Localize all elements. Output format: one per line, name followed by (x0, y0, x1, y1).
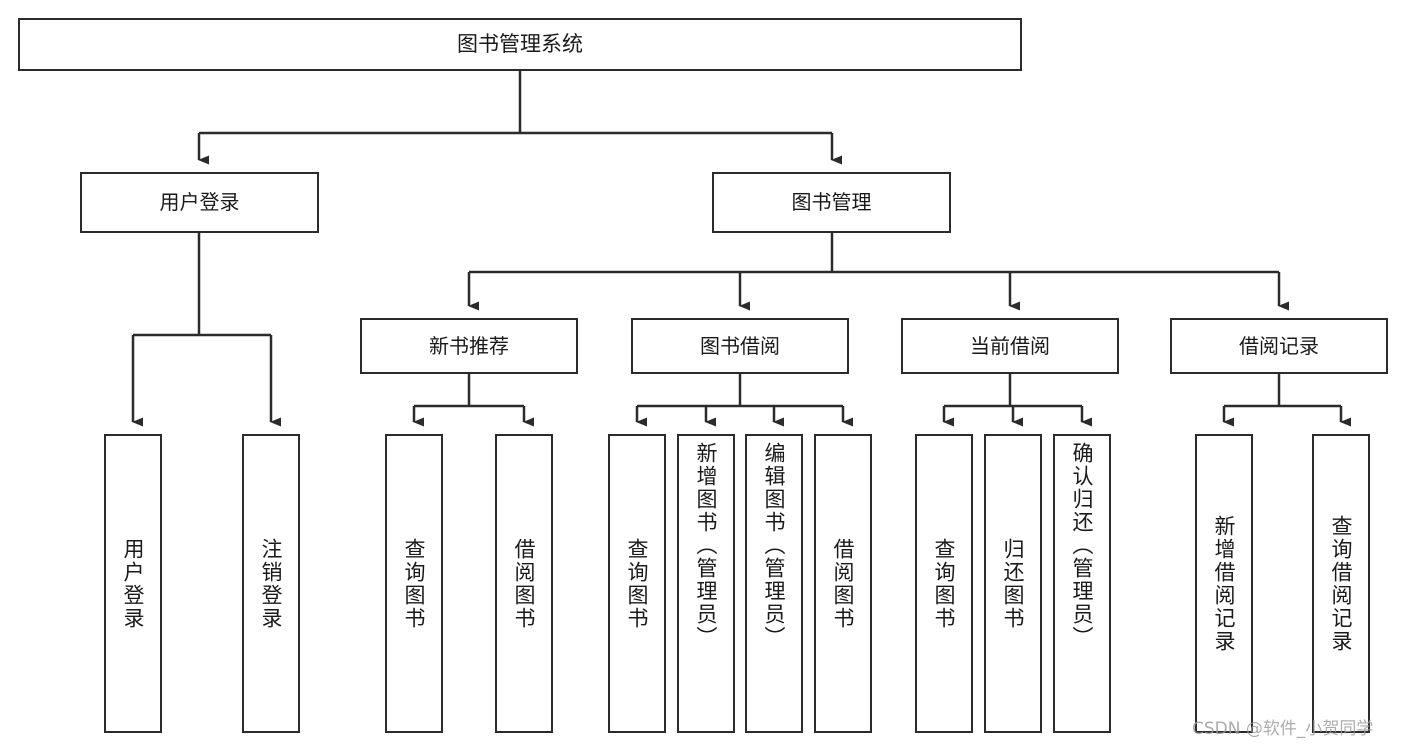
node-leaf-new-book-borrow-label: 借阅图书 (512, 537, 537, 630)
node-leaf-new-book-query[interactable]: 查询图书 (385, 434, 443, 733)
node-book-borrow[interactable]: 图书借阅 (631, 318, 849, 374)
node-leaf-book-borrow-add[interactable]: 新增图书（管理员） (677, 434, 735, 733)
node-leaf-book-borrow-query-label: 查询图书 (625, 537, 650, 630)
node-current-borrow[interactable]: 当前借阅 (901, 318, 1119, 374)
node-new-book-recommend[interactable]: 新书推荐 (360, 318, 578, 374)
node-leaf-user-login-logout[interactable]: 注销登录 (242, 434, 300, 733)
node-leaf-borrow-record-add-label: 新增借阅记录 (1212, 514, 1237, 653)
node-leaf-user-login-logout-label: 注销登录 (259, 537, 284, 630)
node-current-borrow-label: 当前借阅 (970, 333, 1050, 358)
node-new-book-recommend-label: 新书推荐 (429, 333, 509, 358)
node-leaf-borrow-record-query-label: 查询借阅记录 (1329, 514, 1354, 653)
node-leaf-current-borrow-confirm[interactable]: 确认归还（管理员） (1053, 434, 1111, 733)
node-leaf-user-login-login[interactable]: 用户登录 (104, 434, 162, 733)
node-leaf-borrow-record-add[interactable]: 新增借阅记录 (1195, 434, 1253, 733)
node-borrow-record[interactable]: 借阅记录 (1170, 318, 1388, 374)
node-borrow-record-label: 借阅记录 (1239, 333, 1319, 358)
node-leaf-current-borrow-confirm-label: 确认归还（管理员） (1070, 442, 1095, 649)
node-leaf-book-borrow-query[interactable]: 查询图书 (608, 434, 666, 733)
node-leaf-book-borrow-edit-label: 编辑图书（管理员） (762, 442, 787, 649)
node-leaf-new-book-borrow[interactable]: 借阅图书 (495, 434, 553, 733)
node-leaf-current-borrow-query-label: 查询图书 (932, 537, 957, 630)
node-leaf-book-borrow-borrow[interactable]: 借阅图书 (814, 434, 872, 733)
node-leaf-current-borrow-query[interactable]: 查询图书 (915, 434, 973, 733)
node-book-borrow-label: 图书借阅 (700, 333, 780, 358)
node-leaf-book-borrow-borrow-label: 借阅图书 (831, 537, 856, 630)
node-root-system-label: 图书管理系统 (457, 31, 583, 56)
watermark: CSDN @软件_小贺同学 (1192, 719, 1374, 739)
node-leaf-borrow-record-query[interactable]: 查询借阅记录 (1312, 434, 1370, 733)
node-user-login[interactable]: 用户登录 (80, 172, 319, 233)
node-leaf-book-borrow-add-label: 新增图书（管理员） (694, 442, 719, 649)
node-leaf-current-borrow-return-label: 归还图书 (1001, 537, 1026, 630)
node-book-management-label: 图书管理 (791, 190, 872, 215)
node-leaf-user-login-login-label: 用户登录 (121, 537, 146, 630)
node-root-system[interactable]: 图书管理系统 (18, 18, 1022, 71)
node-leaf-book-borrow-edit[interactable]: 编辑图书（管理员） (745, 434, 803, 733)
node-user-login-label: 用户登录 (159, 190, 240, 215)
node-leaf-current-borrow-return[interactable]: 归还图书 (984, 434, 1042, 733)
node-leaf-new-book-query-label: 查询图书 (402, 537, 427, 630)
node-book-management[interactable]: 图书管理 (712, 172, 951, 233)
